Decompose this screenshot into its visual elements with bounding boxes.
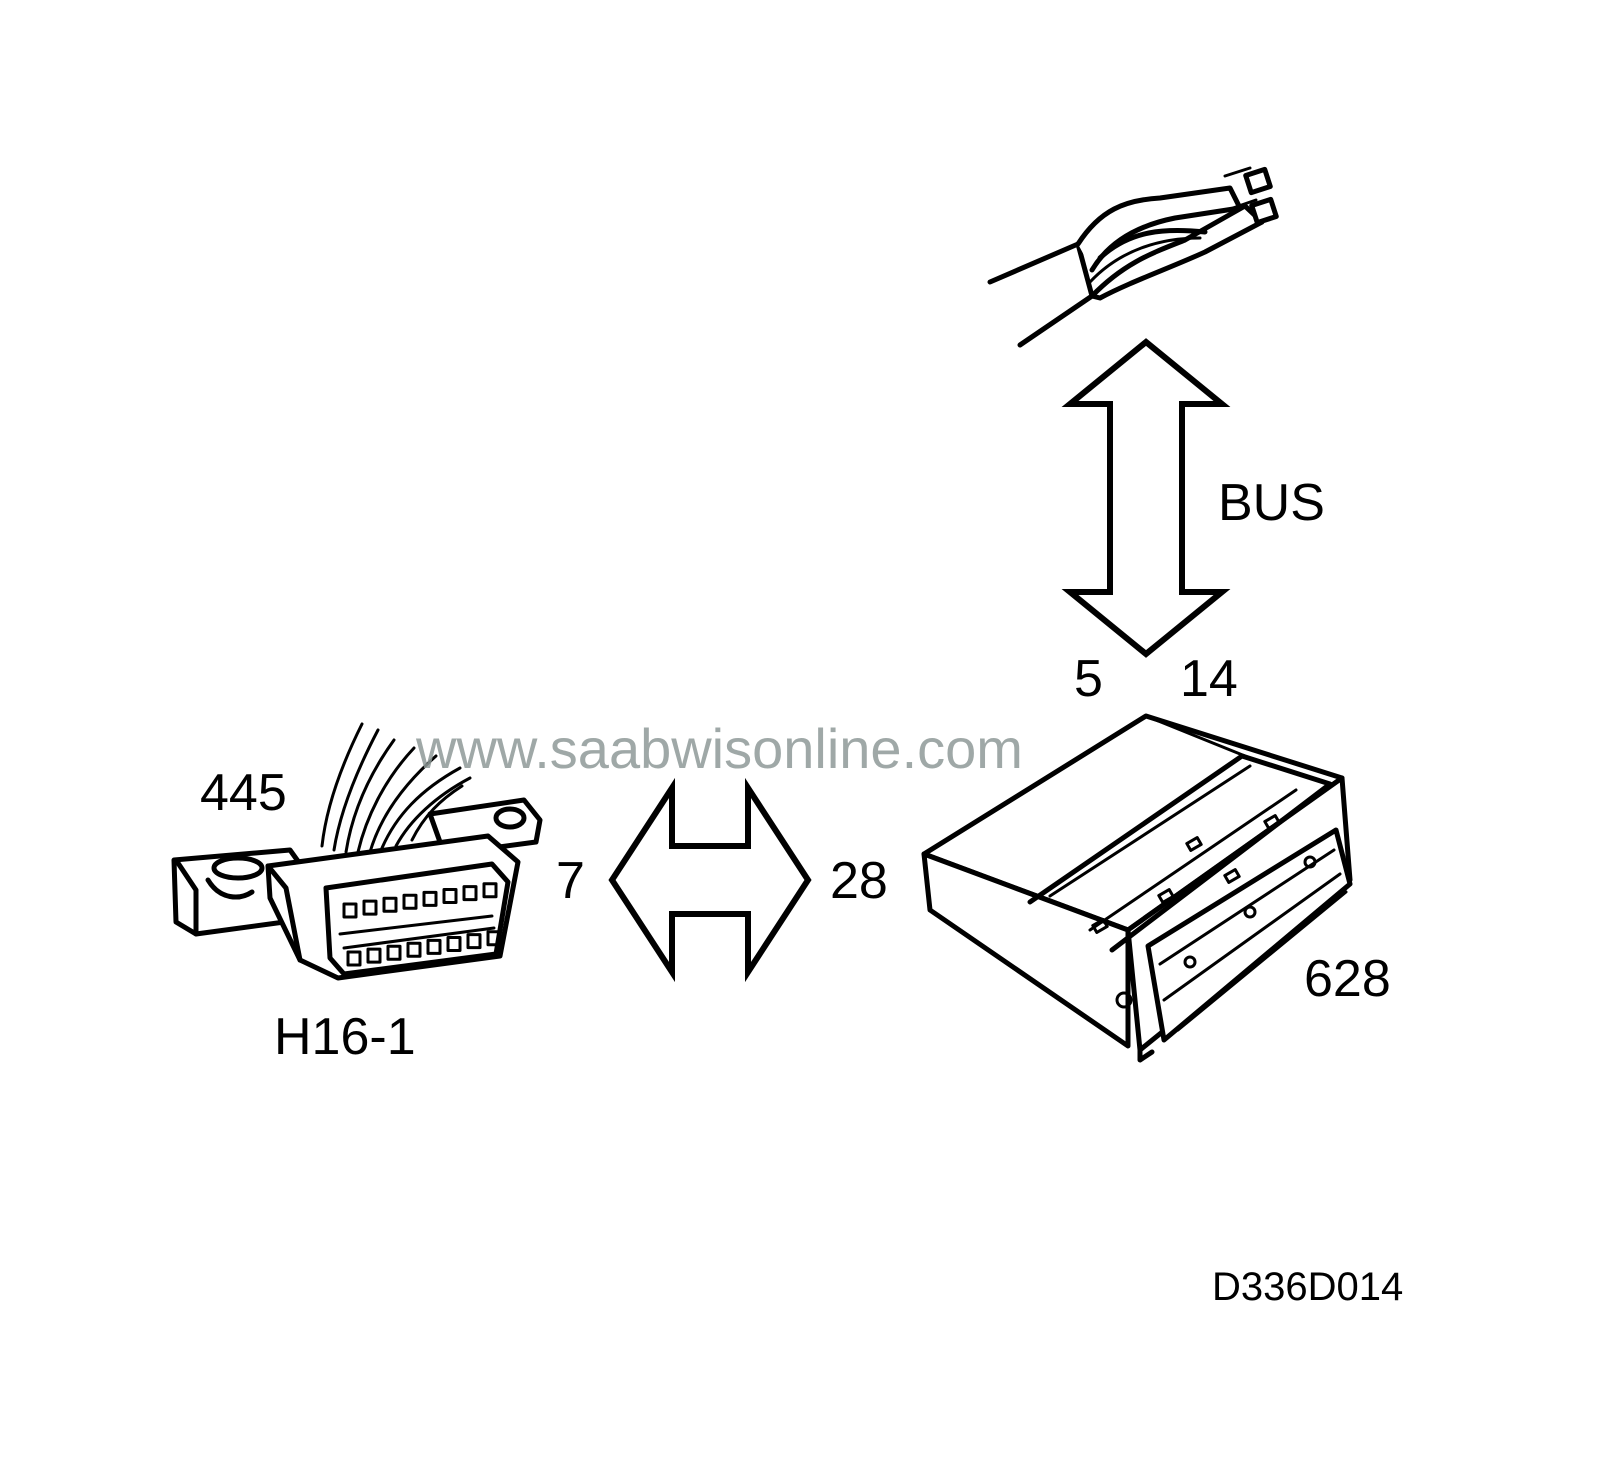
connector-pin-socket (422, 890, 438, 907)
connector-pin-socket (346, 950, 362, 967)
bus-label: BUS (1218, 474, 1325, 532)
connector-pin-socket (486, 930, 502, 947)
pin-5-label: 5 (1074, 650, 1103, 708)
connector-pin-socket (466, 933, 482, 950)
horizontal-double-arrow (608, 777, 812, 983)
pin-14-label: 14 (1180, 650, 1238, 708)
connector-pin-socket (446, 936, 462, 952)
vertical-double-arrow (1061, 338, 1231, 658)
connector-pin-socket (402, 893, 418, 910)
connector-pin-socket (406, 941, 422, 958)
connector-pin-socket (342, 902, 358, 919)
watermark-text: www.saabwisonline.com (415, 717, 1023, 780)
connector-pin-socket (442, 888, 458, 904)
connector-pin-socket (366, 947, 382, 964)
pin-28-label: 28 (830, 852, 888, 910)
module-id-label: 628 (1304, 950, 1391, 1008)
obd-diagnostic-connector-icon (171, 722, 543, 981)
pin-7-label: 7 (556, 852, 585, 910)
figure-code: D336D014 (1212, 1265, 1403, 1309)
connector-pin-socket (386, 944, 402, 961)
connector-id-label: H16-1 (274, 1008, 416, 1066)
label-445: 445 (200, 764, 287, 822)
connector-pin-socket (462, 885, 478, 902)
connector-pin-socket (382, 896, 398, 913)
connector-pin-socket (426, 938, 442, 955)
control-module-icon (921, 713, 1353, 1063)
connector-pin-socket (362, 899, 378, 916)
twisted-pair-cable-icon (987, 166, 1279, 348)
connector-pin-socket (482, 882, 498, 899)
